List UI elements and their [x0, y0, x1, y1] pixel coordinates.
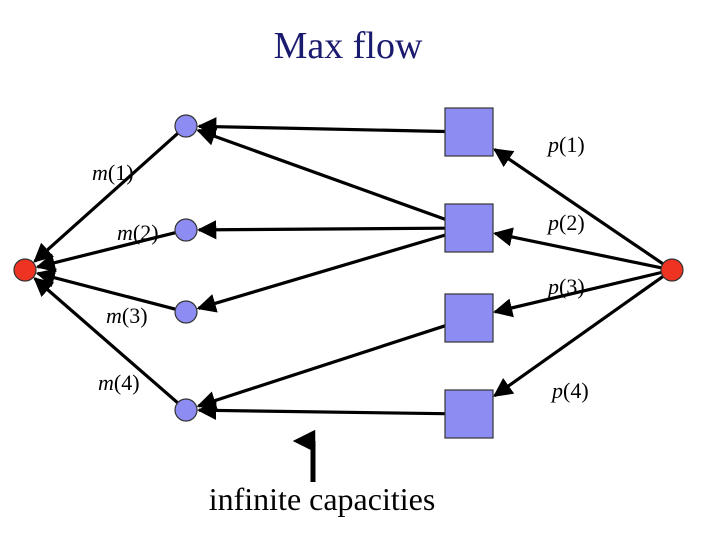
- label-p4: p(4): [550, 378, 589, 403]
- edge-sink-to-p3: [493, 270, 662, 318]
- edge-sink-to-p2: [493, 227, 662, 270]
- label-p4-arg: (4): [563, 378, 589, 403]
- label-m1-fn: m: [92, 160, 108, 185]
- label-p4-fn: p: [550, 378, 563, 403]
- p-node-p3: [444, 293, 494, 343]
- caption-infinite-capacities: infinite capacities: [209, 481, 436, 517]
- label-m4: m(4): [98, 370, 140, 395]
- edge-p1-to-m1: [197, 117, 446, 137]
- label-m1: m(1): [92, 160, 134, 185]
- edge-p2-to-m1: [196, 127, 446, 221]
- slide-title: Max flow: [274, 25, 423, 67]
- edge-sink-to-p1: [493, 148, 664, 266]
- m-node-m2: [174, 218, 198, 242]
- nodes-layer: [13, 107, 684, 439]
- label-p2: p(2): [546, 210, 585, 235]
- edge-p4-to-m4: [197, 400, 446, 421]
- edge-m3-to-source: [35, 268, 176, 311]
- label-m3-fn: m: [106, 303, 122, 328]
- edge-p3-to-m4: [196, 324, 446, 410]
- label-p1-fn: p: [546, 132, 559, 157]
- label-m2: m(2): [117, 220, 159, 245]
- label-m2-fn: m: [117, 220, 133, 245]
- m-node-m1: [174, 114, 198, 138]
- p-node-p2: [444, 203, 494, 253]
- label-p3-arg: (3): [559, 274, 585, 299]
- m-node-m3: [174, 300, 198, 324]
- edges-layer: [33, 117, 664, 421]
- p-node-p4: [444, 389, 494, 439]
- p-node-p1: [444, 107, 494, 157]
- label-m1-arg: (1): [108, 160, 134, 185]
- label-p2-fn: p: [546, 210, 559, 235]
- label-p3: p(3): [546, 274, 585, 299]
- m-node-m4: [174, 398, 198, 422]
- edge-p2-to-m2: [197, 220, 446, 240]
- edge-m4-to-source: [33, 277, 179, 405]
- edge-sink-to-p4: [493, 275, 664, 398]
- label-p1-arg: (1): [559, 132, 585, 157]
- label-p3-fn: p: [546, 274, 559, 299]
- edge-m2-to-source: [35, 231, 176, 273]
- label-m2-arg: (2): [133, 220, 159, 245]
- sink-node: [660, 258, 684, 282]
- label-m4-arg: (4): [114, 370, 140, 395]
- labels-layer: m(1)m(2)m(3)m(4)p(1)p(2)p(3)p(4): [92, 132, 589, 403]
- source-node: [13, 258, 37, 282]
- label-p2-arg: (2): [559, 210, 585, 235]
- edge-p2-to-m3: [196, 233, 446, 313]
- edge-m1-to-source: [33, 132, 179, 263]
- label-m3-arg: (3): [122, 303, 148, 328]
- label-m3: m(3): [106, 303, 148, 328]
- label-p1: p(1): [546, 132, 585, 157]
- label-m4-fn: m: [98, 370, 114, 395]
